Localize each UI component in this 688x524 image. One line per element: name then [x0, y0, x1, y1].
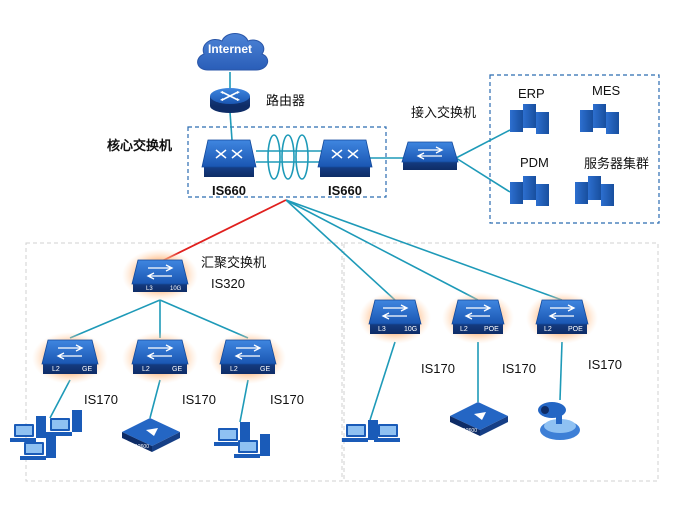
link-edge1-pcs: [49, 379, 71, 419]
left-zone-box: [25, 242, 343, 482]
edge-left-3-badge-l: L2: [230, 366, 238, 373]
server-pdm-label: PDM: [520, 155, 549, 170]
edge-right-3-badge-r: POE: [568, 326, 583, 333]
core-right-model: IS660: [328, 183, 362, 198]
edge-switch-right-1-icon: L3 10G: [359, 292, 431, 344]
edge-switch-left-2-icon: L2 GE: [122, 332, 198, 384]
link-router-core: [229, 111, 233, 141]
link-core-aggregation: [159, 199, 287, 263]
edge-right-1-model: IS170: [421, 361, 455, 376]
edge-switch-right-2-icon: L2 POE: [442, 292, 514, 344]
edge-left-2-model: IS170: [182, 392, 216, 407]
ap-right-icon: WA2600: [450, 402, 508, 436]
edge-left-2-badge-r: GE: [172, 366, 182, 373]
core-left-model: IS660: [212, 183, 246, 198]
edge-right-1-badge-l: L3: [378, 326, 386, 333]
link-edge3-pcs: [239, 379, 249, 423]
edge-right-1-badge-r: 10G: [404, 326, 417, 333]
edge-right-3-badge-l: L2: [544, 326, 552, 333]
right-zone-box: [343, 242, 659, 482]
link-core-right-2: [285, 199, 479, 301]
server-erp-label: ERP: [518, 86, 545, 101]
link-agg-edge-3: [159, 299, 249, 339]
pc-group-left-3-icon: [214, 422, 270, 458]
link-agg-edge-1: [69, 299, 161, 339]
ap-right-label: WA2600: [458, 428, 477, 434]
server-erp-icon: [510, 104, 549, 134]
link-right1-pcs: [369, 341, 396, 421]
router-label: 路由器: [266, 93, 306, 108]
edge-left-3-badge-r: GE: [260, 366, 270, 373]
edge-left-3-model: IS170: [270, 392, 304, 407]
internet-cloud: [197, 33, 269, 71]
server-cluster-icon: [575, 176, 614, 206]
server-group-box: [489, 74, 660, 224]
link-right3-camera: [559, 341, 563, 401]
server-mes-label: MES: [592, 83, 621, 98]
aggregation-switch-icon: L3 10G: [122, 249, 198, 301]
core-switch-right-icon: [317, 139, 373, 177]
server-pdm-icon: [510, 176, 549, 206]
aggregation-badge-l: L3: [146, 286, 153, 292]
core-group-box: [187, 126, 387, 198]
pc-group-right-1-icon: [342, 420, 400, 442]
aggregation-label: 汇聚交换机: [201, 255, 267, 270]
ap-left-icon: WA2600: [122, 418, 180, 452]
link-edge2-ap: [149, 379, 161, 419]
link-core-right-3: [285, 199, 563, 301]
links: [49, 72, 563, 423]
access-label: 接入交换机: [411, 105, 477, 120]
ap-left-label: WA2600: [130, 444, 149, 450]
edge-right-2-badge-l: L2: [460, 326, 468, 333]
camera-icon: [538, 402, 580, 440]
edge-switch-left-3-icon: L2 GE: [210, 332, 286, 384]
link-aggregation-rings: [267, 134, 309, 180]
pc-group-left-1-icon: [10, 410, 82, 460]
core-switch-left-icon: [201, 139, 257, 177]
core-group-label: 核心交换机: [107, 138, 173, 153]
link-core-right-1: [285, 199, 396, 301]
link-access-servers-bottom: [455, 157, 511, 193]
router-icon: [210, 88, 250, 113]
edge-switch-left-1-icon: L2 GE: [32, 332, 108, 384]
access-switch-icon: [401, 141, 459, 170]
server-mes-icon: [580, 104, 619, 134]
edge-left-2-badge-l: L2: [142, 366, 150, 373]
internet-label: Internet: [207, 42, 252, 56]
aggregation-model: IS320: [211, 276, 245, 291]
edge-left-1-badge-r: GE: [82, 366, 92, 373]
server-cluster-label: 服务器集群: [584, 156, 650, 171]
edge-right-3-model: IS170: [588, 357, 622, 372]
link-access-servers-top: [455, 129, 511, 159]
edge-switch-right-3-icon: L2 POE: [526, 292, 598, 344]
edge-right-2-badge-r: POE: [484, 326, 499, 333]
edge-left-1-badge-l: L2: [52, 366, 60, 373]
edge-left-1-model: IS170: [84, 392, 118, 407]
edge-right-2-model: IS170: [502, 361, 536, 376]
aggregation-badge-r: 10G: [170, 286, 182, 292]
